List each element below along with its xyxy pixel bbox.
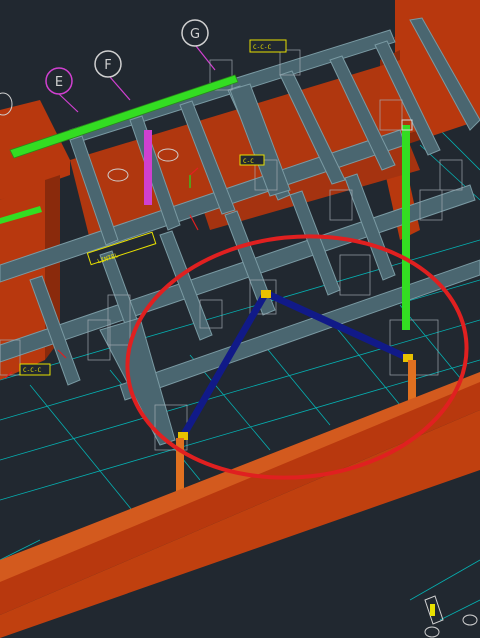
- svg-text:F: F: [104, 58, 111, 73]
- axis-markers: [4, 167, 199, 379]
- column-footprints: [0, 49, 463, 451]
- bottom-right-object: [424, 595, 444, 625]
- svg-text:G: G: [190, 27, 200, 42]
- marker-ellipses: [0, 92, 478, 638]
- grid-bubble-g: G: [181, 19, 209, 47]
- tag-label-2: C-C: [243, 158, 254, 165]
- selection-circle-annotation: [125, 234, 469, 480]
- support-posts: [176, 360, 416, 496]
- grid-leaders: [58, 45, 216, 113]
- grid-bubble-e: E: [45, 67, 73, 95]
- steel-framework: [0, 17, 480, 446]
- svg-text:E: E: [55, 75, 63, 90]
- grid-bubble-f: F: [94, 50, 122, 78]
- brace-connection-plates: [178, 290, 413, 440]
- tag-label-4: C-C-C: [23, 367, 41, 374]
- magenta-column: [144, 130, 152, 205]
- bracing-members: [179, 291, 412, 440]
- highlighted-green-member: [0, 74, 413, 330]
- tag-label-1: C-C-C: [253, 44, 271, 51]
